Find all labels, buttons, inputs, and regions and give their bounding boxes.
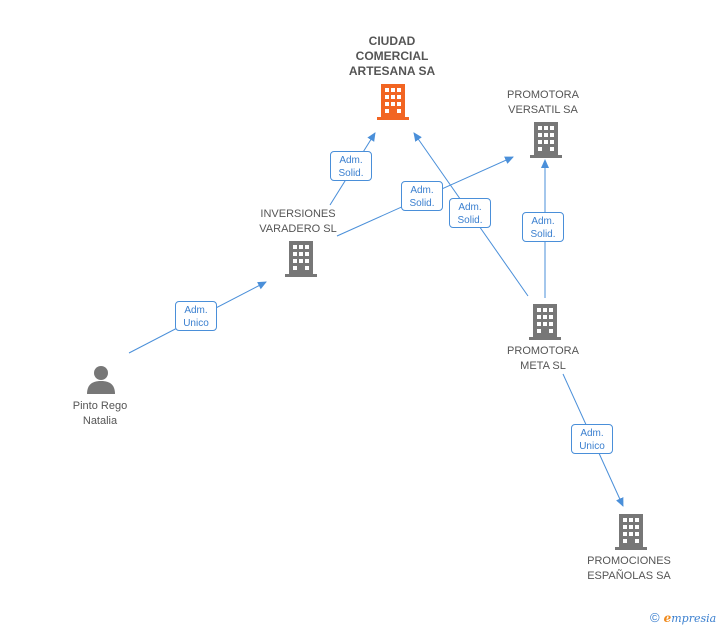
label-line: VARADERO SL [259,223,337,235]
badge-line: Solid. [530,229,556,240]
badge-line: Adm. [410,185,434,196]
label-line: INVERSIONES [260,208,336,220]
node-label-ciudad-comercial: CIUDAD COMERCIAL ARTESANA SA [349,34,435,79]
edge-badge-inversiones-ciudad[interactable]: Adm. Solid. [330,151,372,181]
brand-rest: mpresia [671,612,717,625]
badge-line: Solid. [409,198,435,209]
label-line: META SL [520,360,566,372]
label-line: ARTESANA SA [348,64,436,78]
node-label-promotora-versatil: PROMOTORA VERSATIL SA [507,88,579,118]
label-line: COMERCIAL [355,49,429,63]
badge-line: Unico [183,318,209,329]
building-icon[interactable] [530,122,562,158]
brand-e: e [663,611,672,625]
label-line: PROMOTORA [507,345,579,357]
copyright-icon: © [650,610,660,625]
building-icon[interactable] [529,304,561,340]
node-label-pinto-rego: Pinto Rego Natalia [73,399,127,429]
badge-line: Solid. [457,215,483,226]
badge-line: Solid. [338,168,364,179]
label-line: ESPAÑOLAS SA [587,570,671,582]
edge-badge-inversiones-versatil[interactable]: Adm. Solid. [401,181,443,211]
label-line: Natalia [82,415,118,427]
node-label-promotora-meta: PROMOTORA META SL [507,344,579,374]
node-label-promociones-espanolas: PROMOCIONES ESPAÑOLAS SA [587,554,671,584]
badge-line: Adm. [531,216,555,227]
edge-badge-meta-versatil[interactable]: Adm. Solid. [522,212,564,242]
badge-line: Unico [579,441,605,452]
badge-line: Adm. [184,305,208,316]
building-icon[interactable] [377,84,409,120]
badge-line: Adm. [580,428,604,439]
person-icon[interactable] [86,364,116,394]
building-icon[interactable] [615,514,647,550]
label-line: PROMOTORA [507,89,579,101]
building-icon[interactable] [285,241,317,277]
label-line: Pinto Rego [72,400,128,412]
badge-line: Adm. [458,202,482,213]
node-label-inversiones-varadero: INVERSIONES VARADERO SL [259,207,336,237]
label-line: PROMOCIONES [587,555,671,567]
edge-badge-meta-promociones[interactable]: Adm. Unico [571,424,613,454]
badge-line: Adm. [339,155,363,166]
label-line: VERSATIL SA [508,104,578,116]
label-line: CIUDAD [368,34,416,48]
brand-logo: ©empresia [650,610,716,625]
edge-badge-meta-ciudad[interactable]: Adm. Solid. [449,198,491,228]
edge-badge-pinto-inversiones[interactable]: Adm. Unico [175,301,217,331]
